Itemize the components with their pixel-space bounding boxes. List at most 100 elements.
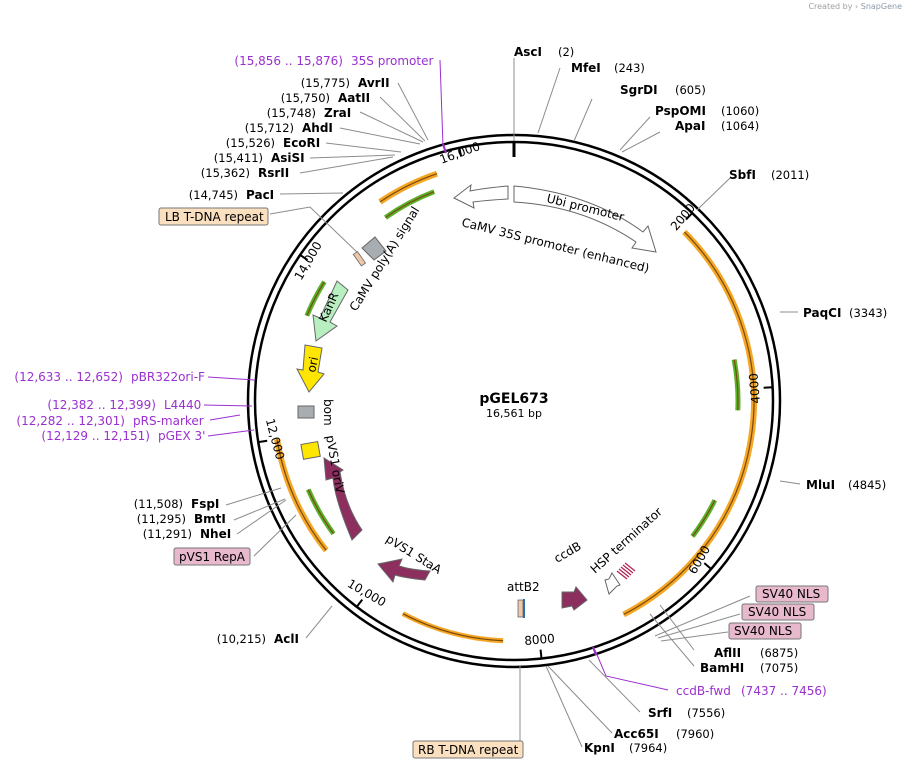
ubi-promoter-arrow [513,185,657,253]
enzyme-pos: (11,508) [134,497,183,511]
enzyme-name: MluI [806,478,835,492]
pvs1-oriv-arrow [323,457,363,541]
hsp-terminator-label: HSP terminator [588,505,665,577]
enzyme-name: FspI [191,497,219,511]
snapgene-logo-icon: › [855,2,859,11]
enzyme-name: PspOMI [655,104,706,118]
enzyme-name: AflII [714,646,741,660]
credit-brand: SnapGene [860,2,902,11]
enzyme-pos: (6875) [760,646,798,660]
hsp-terminator-arrow [604,572,621,595]
enzyme-name: AscI [514,45,542,59]
bom-marker [297,405,315,419]
lb-repeat-label: LB T-DNA repeat [165,210,264,224]
primer-range: (12,282 .. 12,301) [16,414,125,428]
enzyme-name: BmtI [194,512,226,526]
primer-range: (7437 .. 7456) [741,684,827,698]
camv-polya-marker [361,236,387,261]
primer-name: ccdB-fwd [676,684,731,698]
enzyme-pos: (1064) [721,119,759,133]
tick-mark [685,212,693,221]
enzyme-name: BamHI [700,661,744,675]
enzyme-pos: (1060) [721,104,759,118]
enzyme-pos: (15,750) [281,91,330,105]
credit-prefix: Created by [808,2,853,11]
enzyme-pos: (11,291) [143,527,192,541]
rb-repeat-label: RB T-DNA repeat [418,743,519,757]
enzyme-pos: (4845) [848,478,886,492]
orf-bottom-core [402,613,504,642]
orf-green-left-core [307,489,334,535]
primer-name: pGEX 3' [158,429,205,443]
tick-label: 12,000 [263,417,287,461]
enzyme-pos: (11,295) [137,512,186,526]
hsp-stripes [616,562,636,580]
enzyme-labels-right: AscI (2) MfeI (243) SgrDI (605) PspOMI (… [514,45,887,755]
tick-label: 4000 [746,372,763,404]
enzyme-name: SgrDI [620,83,658,97]
orf-left-core [276,439,327,551]
rb-repeat-box [412,740,524,759]
enzyme-pos: (7075) [760,661,798,675]
primer-name: 35S promoter [351,54,433,68]
enzyme-name: PaqCI [803,306,841,320]
leader-lines [225,58,801,748]
attb2-marker [517,599,524,618]
tick-mark [458,147,463,157]
enzyme-name: AatII [338,91,370,105]
tick-mark [299,254,309,261]
snapgene-credit: Created by › SnapGene [808,2,902,11]
pvs1-oriv-marker [300,440,321,460]
enzyme-name: ZraI [324,106,351,120]
ccdb-arrow [561,586,588,611]
primer-name: L4440 [164,398,201,412]
primer-range: (12,129 .. 12,151) [41,429,150,443]
enzyme-name: NheI [200,527,231,541]
enzyme-name: AvrII [358,76,390,90]
orf-green-top-left-core [385,191,435,219]
primer-name: pRS-marker [133,414,204,428]
tick-mark [539,649,543,659]
plasmid-length: 16,561 bp [486,407,542,420]
enzyme-name: AclI [274,632,299,646]
sv40-nls-box [728,622,802,640]
attb2-line [523,599,525,618]
enzyme-pos: (605) [675,83,706,97]
primer-mark-35s [442,143,447,154]
enzyme-pos: (7960) [676,727,714,741]
enzyme-pos: (7556) [687,706,725,720]
inner-features-graphics [296,143,657,656]
orf-top-left [378,170,438,205]
orf-green-kanr-core [306,281,325,316]
enzyme-name: Acc65I [614,727,659,741]
enzyme-name: ApaI [675,119,705,133]
enzyme-name: AhdI [302,121,333,135]
camv35s-promoter-arrow [453,183,509,209]
tick-mark [258,439,268,444]
enzyme-name: MfeI [571,61,601,75]
primer-leaders [203,59,669,691]
primer-mark-ccdb [592,646,597,656]
enzyme-pos: (14,745) [189,188,238,202]
tick-label: 10,000 [345,576,388,609]
bom-label: bom [321,399,335,426]
enzyme-labels-left: (15,775) AvrII (15,750) AatII (15,748) Z… [134,76,390,646]
enzyme-name: KpnI [584,741,615,755]
sv40-nls-label: SV40 NLS [734,624,792,638]
enzyme-name: AsiSI [271,151,305,165]
enzyme-pos: (15,712) [245,121,294,135]
enzyme-pos: (15,775) [301,76,350,90]
enzyme-pos: (15,526) [226,136,275,150]
primer-labels: (15,856 .. 15,876) 35S promoter (12,633 … [14,54,826,698]
enzyme-pos: (243) [614,61,645,75]
ubi-promoter-label: Ubi promoter [545,191,625,224]
enzyme-name: EcoRI [283,136,320,150]
primer-name: pBR322ori-F [131,370,205,384]
enzyme-pos: (10,215) [217,632,266,646]
ccdb-label: ccdB [552,539,584,566]
pvs1-repa-box [173,547,251,566]
lb-repeat-marker [352,250,367,267]
sv40-nls-box [741,603,815,621]
orf-arcs [274,170,757,644]
